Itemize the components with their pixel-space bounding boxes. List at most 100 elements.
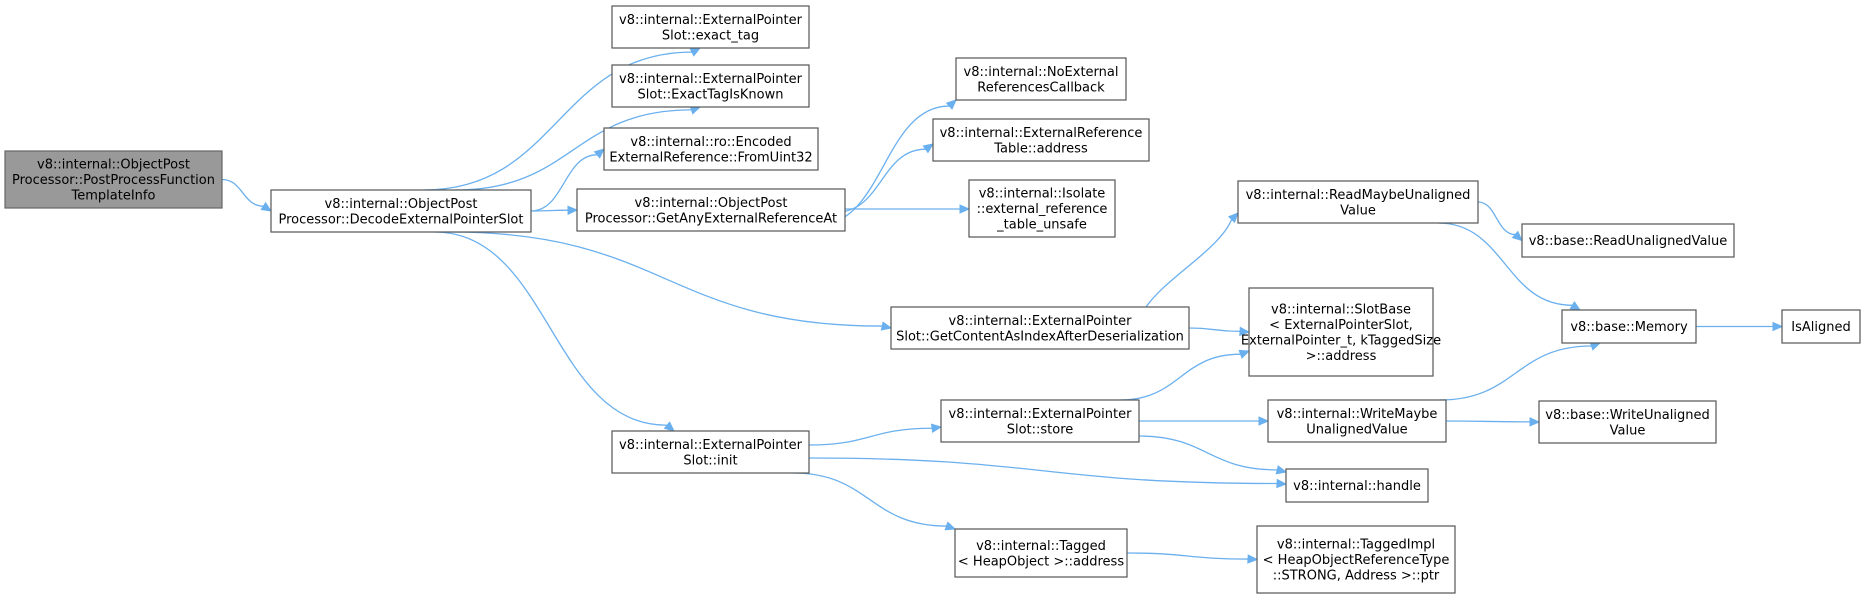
edge-writemaybe-to-writeunaligned [1445, 417, 1541, 427]
node-label-line: ReferencesCallback [977, 80, 1105, 95]
node-box [603, 127, 819, 171]
node-label-line: v8::internal::ExternalReference [940, 126, 1143, 141]
node-handle[interactable]: v8::internal::handle [1285, 468, 1429, 503]
edge-arrowhead [1275, 465, 1288, 475]
edge-store-to-handle [1137, 435, 1288, 475]
edge-line [836, 148, 926, 213]
node-box [1538, 400, 1717, 444]
node-box [1285, 468, 1429, 503]
edge-line [808, 427, 933, 446]
node-taggedimpl[interactable]: v8::internal::TaggedImpl< HeapObjectRefe… [1256, 525, 1456, 594]
edge-line [530, 209, 569, 212]
edge-arrowhead [922, 143, 935, 154]
node-memory[interactable]: v8::base::Memory [1561, 309, 1697, 344]
node-label-line: Processor::GetAnyExternalReferenceAt [585, 211, 837, 226]
edge-getany-to-extreftable [836, 143, 935, 213]
edge-readmaybe-to-readunaligned [1477, 201, 1523, 242]
edge-arrowhead [1529, 417, 1541, 427]
node-box [576, 188, 846, 232]
node-label-line: v8::base::WriteUnaligned [1545, 408, 1709, 423]
edge-init-to-handle [808, 457, 1288, 489]
node-init[interactable]: v8::internal::ExternalPointerSlot::init [611, 430, 810, 474]
edge-decode-to-getany [530, 205, 579, 215]
node-label-line: < HeapObjectReferenceType [1263, 553, 1450, 568]
node-label-line: Slot::ExactTagIsKnown [638, 87, 784, 102]
edge-arrowhead [689, 47, 702, 57]
node-tagged[interactable]: v8::internal::Tagged< HeapObject >::addr… [954, 528, 1128, 578]
edge-init-to-store [808, 423, 943, 446]
node-label-line: ExternalReference::FromUint32 [609, 150, 812, 165]
edge-root-to-decode [221, 178, 273, 212]
node-label-line: IsAligned [1791, 320, 1850, 335]
node-box [611, 5, 810, 49]
edge-line [449, 231, 883, 327]
node-label-line: Slot::GetContentAsIndexAfterDeserializat… [896, 329, 1184, 344]
edge-init-to-tagged [792, 472, 957, 531]
edge-line [1439, 345, 1592, 401]
edge-arrowhead [880, 321, 893, 331]
node-label-line: < HeapObject >::address [958, 554, 1124, 569]
edge-arrowhead [959, 204, 971, 214]
node-box [1248, 287, 1434, 377]
node-label-line: v8::internal::handle [1293, 479, 1421, 494]
node-box [611, 430, 810, 474]
node-label-line: Slot::init [683, 453, 737, 468]
node-label-line: Value [1340, 203, 1376, 218]
node-box [1521, 223, 1735, 258]
edge-line [423, 51, 692, 191]
node-getany[interactable]: v8::internal::ObjectPostProcessor::GetAn… [576, 188, 846, 232]
node-store[interactable]: v8::internal::ExternalPointerSlot::store [940, 399, 1140, 443]
node-label-line: v8::internal::TaggedImpl [1277, 538, 1435, 553]
node-label-line: v8::internal::ExternalPointer [619, 438, 803, 453]
node-isolate[interactable]: v8::internal::Isolate::external_referenc… [968, 179, 1116, 238]
node-label-line: v8::internal::ObjectPost [37, 158, 190, 173]
node-slotbase[interactable]: v8::internal::SlotBase< ExternalPointerS… [1241, 287, 1441, 377]
node-root[interactable]: v8::internal::ObjectPostProcessor::PostP… [4, 150, 223, 209]
node-getcontent[interactable]: v8::internal::ExternalPointerSlot::GetCo… [890, 306, 1190, 350]
node-label-line: v8::base::ReadUnalignedValue [1529, 234, 1728, 249]
node-label-line: v8::internal::NoExternal [964, 65, 1119, 80]
node-label-line: >::address [1306, 349, 1377, 364]
node-box [940, 399, 1140, 443]
edge-arrowhead [1772, 321, 1784, 332]
edge-store-to-writemaybe [1138, 416, 1270, 426]
edge-arrowhead [945, 99, 957, 110]
node-label-line: Table::address [993, 141, 1088, 156]
edge-arrowhead [1227, 212, 1239, 224]
edge-line [454, 109, 692, 191]
node-exact-known[interactable]: v8::internal::ExternalPointerSlot::Exact… [611, 64, 810, 108]
edge-decode-to-init [433, 231, 675, 432]
edge-readmaybe-to-memory [1437, 222, 1582, 311]
node-label-line: ::STRONG, Address >::ptr [1273, 569, 1440, 584]
edge-tagged-to-taggedimpl [1126, 552, 1259, 564]
node-label-line: v8::internal::Isolate [979, 187, 1106, 202]
node-noext[interactable]: v8::internal::NoExternalReferencesCallba… [955, 57, 1127, 101]
node-box [611, 64, 810, 108]
node-decode[interactable]: v8::internal::ObjectPostProcessor::Decod… [270, 189, 532, 233]
node-box [1237, 180, 1479, 224]
edge-line [1445, 420, 1531, 423]
node-readunaligned[interactable]: v8::base::ReadUnalignedValue [1521, 223, 1735, 258]
node-label-line: _table_unsafe [996, 218, 1087, 233]
edge-getcontent-to-slotbase [1188, 326, 1251, 337]
node-extreftable[interactable]: v8::internal::ExternalReferenceTable::ad… [932, 118, 1150, 162]
node-label-line: Slot::store [1007, 422, 1074, 437]
node-fromuint32[interactable]: v8::internal::ro::EncodedExternalReferen… [603, 127, 819, 171]
edge-arrowhead [1247, 554, 1259, 564]
node-label-line: Value [1610, 423, 1646, 438]
edge-writemaybe-to-memory [1439, 341, 1602, 401]
node-label-line: < ExternalPointerSlot, [1269, 318, 1413, 333]
edge-arrowhead [260, 201, 273, 212]
node-isaligned[interactable]: IsAligned [1781, 309, 1861, 344]
edge-store-to-slotbase [1119, 349, 1251, 401]
edge-line [433, 231, 668, 426]
node-label-line: v8::internal::WriteMaybe [1277, 407, 1438, 422]
edge-arrowhead [1511, 230, 1523, 242]
node-label-line: Processor::DecodeExternalPointerSlot [279, 212, 524, 227]
node-exact-tag[interactable]: v8::internal::ExternalPointerSlot::exact… [611, 5, 810, 49]
edge-arrowhead [593, 148, 605, 159]
